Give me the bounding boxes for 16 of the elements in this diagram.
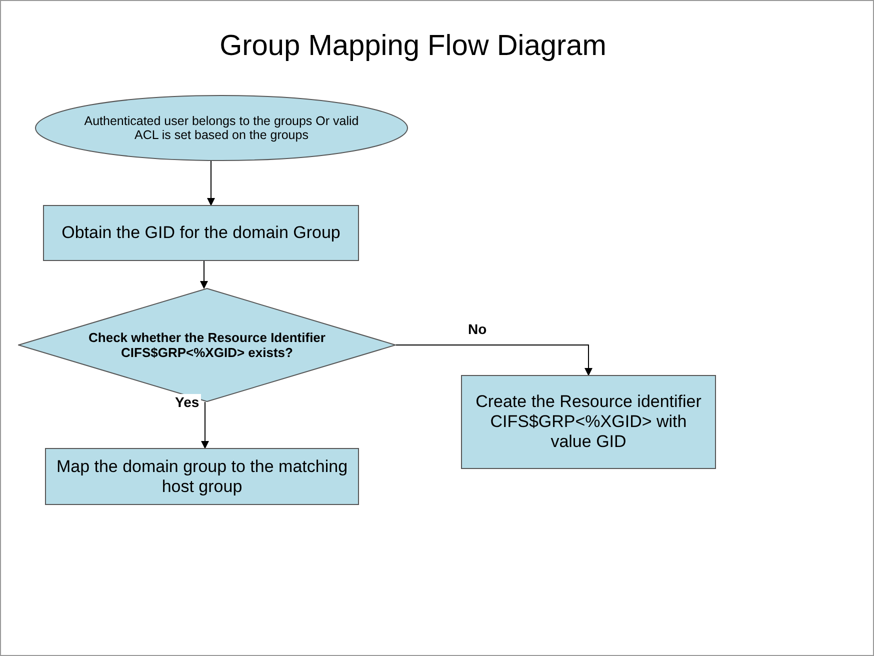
- arrow: [396, 344, 592, 376]
- arrow: [207, 160, 215, 206]
- node-text: Create the Resource identifier CIFS$GRP<%XGID> with value GID: [474, 392, 702, 452]
- diagram-title: Group Mapping Flow Diagram: [218, 30, 608, 63]
- node-text: Check whether the Resource Identifier CIFS$GRP<%XGID> exists?: [88, 330, 326, 360]
- process-box: [45, 448, 359, 505]
- arrow: [200, 260, 208, 289]
- process-box: [461, 375, 716, 469]
- node-text: Obtain the GID for the domain Group: [62, 223, 340, 243]
- node-text: Map the domain group to the matching host group: [56, 456, 348, 496]
- node-text: Authenticated user belongs to the groups Or valid ACL is set based on the groups: [83, 114, 360, 142]
- start-ellipse: [35, 95, 408, 161]
- edge-label: No: [466, 321, 489, 337]
- arrow: [201, 402, 209, 449]
- process-box: [43, 205, 359, 261]
- edge-label: Yes: [173, 394, 202, 410]
